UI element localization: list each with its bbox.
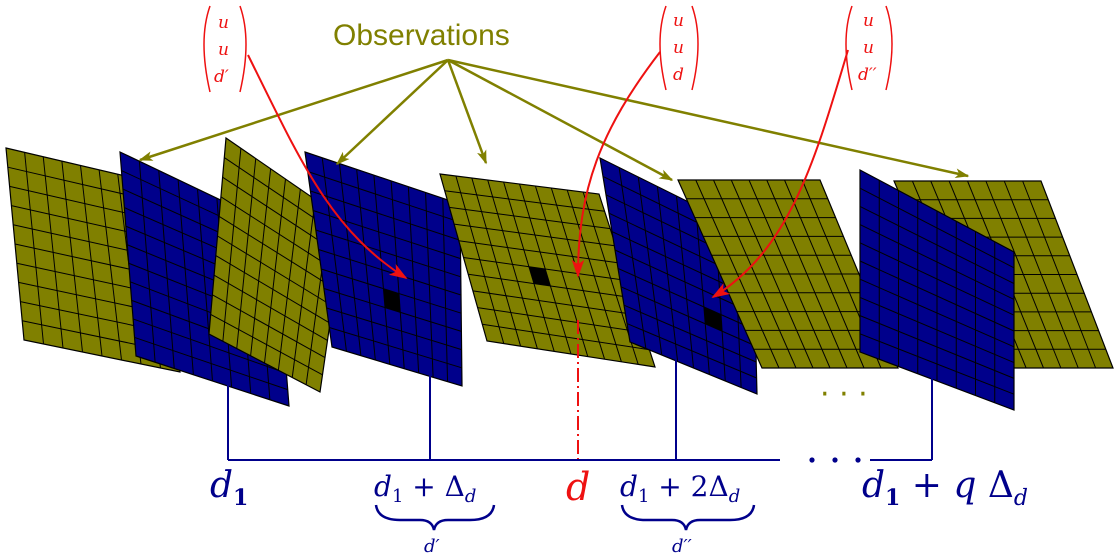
obs-arrow-3	[446, 59, 488, 165]
plane-4-highlight-cell	[383, 288, 401, 313]
plane-4	[304, 151, 463, 387]
red-arrow-to-ddoubleprime-cell	[711, 49, 849, 298]
red-arrows	[247, 49, 849, 298]
vector-u-u-d: u u d	[659, 5, 699, 91]
svg-text:u: u	[673, 11, 684, 31]
vector-u-u-ddoubleprime: u u d′′	[845, 5, 893, 91]
svg-text:u: u	[863, 11, 874, 31]
svg-text:d′′: d′′	[858, 65, 877, 85]
brace-label-d-doubleprime: d′′	[672, 536, 692, 557]
brace-d-prime	[374, 504, 496, 531]
vector-u-u-dprime: u u d′	[203, 5, 247, 93]
plane-7	[677, 179, 899, 369]
svg-text:u: u	[218, 40, 229, 60]
brace-label-d-prime: d′	[424, 536, 440, 557]
obs-arrow-4	[447, 58, 674, 182]
label-d1-plus-q-delta: d1 + q Δd	[862, 465, 1028, 511]
plane-9	[859, 169, 1015, 411]
obs-arrow-5	[447, 58, 970, 179]
svg-text:u: u	[218, 13, 229, 33]
axis-dots	[809, 457, 861, 463]
obs-arrow-1	[138, 58, 449, 162]
brace-d-doubleprime	[620, 504, 756, 531]
plane-6-highlight-cell	[703, 306, 723, 332]
label-d1-plus-delta: d1 + Δd	[374, 470, 476, 507]
label-d1: d1	[210, 465, 248, 511]
observations-label: Observations	[333, 19, 510, 52]
depth-ticks	[227, 360, 933, 460]
planes-layer	[5, 136, 1114, 411]
label-d-red: d	[566, 465, 590, 509]
red-arrow-to-d-cell	[571, 51, 661, 278]
plane-5	[439, 173, 656, 368]
red-arrow-to-dprime-cell	[247, 54, 408, 279]
plane-5-highlight-cell	[528, 266, 551, 286]
plane-3	[208, 136, 346, 393]
svg-text:d: d	[673, 65, 684, 85]
svg-text:u: u	[863, 38, 874, 58]
observation-arrows	[138, 58, 970, 182]
label-d1-plus-2delta: d1 + 2Δd	[620, 470, 740, 507]
svg-text:u: u	[673, 38, 684, 58]
svg-text:d′: d′	[214, 67, 229, 87]
ellipsis-olive: · · ·	[820, 377, 868, 412]
obs-arrow-2	[335, 59, 449, 165]
